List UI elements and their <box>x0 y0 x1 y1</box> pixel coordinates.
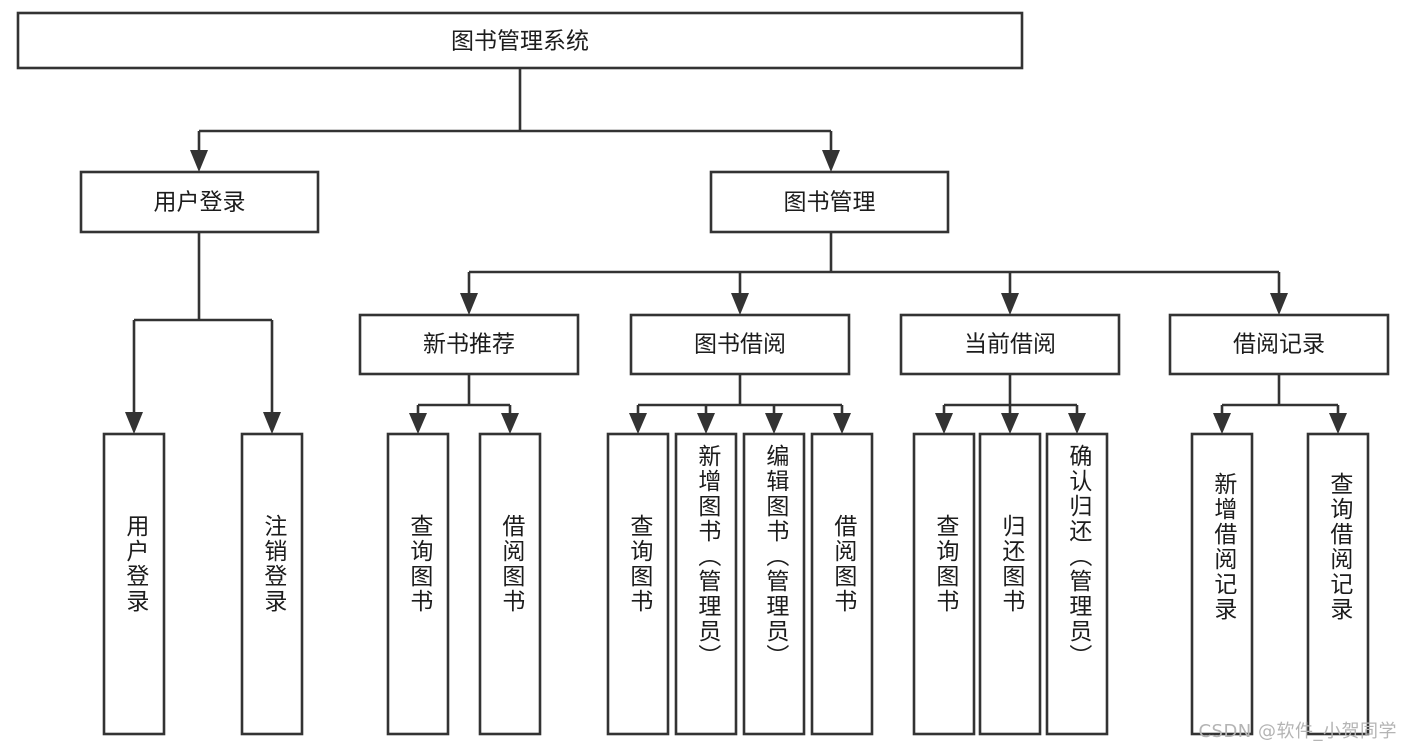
node-book-borrow-label: 图书借阅 <box>694 332 786 358</box>
leaf-user-login-logout[interactable] <box>240 432 304 736</box>
node-current-borrow[interactable]: 当前借阅 <box>899 313 1121 376</box>
arrow-head-icon <box>1329 413 1347 434</box>
connector-newbook-to-leaves <box>409 374 519 434</box>
leaf-bookborrow-edit[interactable] <box>742 432 806 736</box>
connector-currentborrow-to-leaves <box>935 374 1086 434</box>
arrow-head-icon <box>1001 293 1019 315</box>
arrow-head-icon <box>460 293 478 315</box>
node-user-login[interactable]: 用户登录 <box>79 170 320 234</box>
arrow-head-icon <box>1270 293 1288 315</box>
arrow-head-icon <box>697 413 715 434</box>
connector-bookmgmt-to-level3 <box>460 232 1288 315</box>
arrow-head-icon <box>833 413 851 434</box>
node-new-book-recommend[interactable]: 新书推荐 <box>358 313 580 376</box>
arrow-head-icon <box>629 413 647 434</box>
arrow-head-icon <box>190 150 208 172</box>
connector-root-to-level2 <box>190 68 840 172</box>
node-borrow-record[interactable]: 借阅记录 <box>1168 313 1390 376</box>
leaf-currentborrow-confirm[interactable] <box>1045 432 1109 736</box>
arrow-head-icon <box>765 413 783 434</box>
arrow-head-icon <box>935 413 953 434</box>
node-user-login-label: 用户登录 <box>154 190 246 216</box>
node-new-book-recommend-label: 新书推荐 <box>423 332 515 358</box>
leaf-newbook-borrow[interactable] <box>478 432 542 736</box>
leaf-user-login-login[interactable] <box>102 432 166 736</box>
connector-bookborrow-to-leaves <box>629 374 851 434</box>
leaf-borrowrecord-query[interactable] <box>1306 432 1370 736</box>
arrow-head-icon <box>409 413 427 434</box>
leaf-newbook-query[interactable] <box>386 432 450 736</box>
leaf-bookborrow-add[interactable] <box>674 432 738 736</box>
arrow-head-icon <box>125 412 143 434</box>
leaf-currentborrow-query[interactable] <box>912 432 976 736</box>
leaf-bookborrow-borrow[interactable] <box>810 432 874 736</box>
arrow-head-icon <box>1068 413 1086 434</box>
connector-borrowrecord-to-leaves <box>1213 374 1347 434</box>
node-borrow-record-label: 借阅记录 <box>1233 332 1325 358</box>
node-current-borrow-label: 当前借阅 <box>964 332 1056 358</box>
arrow-head-icon <box>263 412 281 434</box>
node-root-label: 图书管理系统 <box>451 29 589 55</box>
connector-userlogin-to-leaves <box>125 232 281 434</box>
node-root-system[interactable]: 图书管理系统 <box>16 11 1024 70</box>
arrow-head-icon <box>822 150 840 172</box>
arrow-head-icon <box>1213 413 1231 434</box>
arrow-head-icon <box>731 293 749 315</box>
leaf-bookborrow-query[interactable] <box>606 432 670 736</box>
arrow-head-icon <box>501 413 519 434</box>
node-book-management[interactable]: 图书管理 <box>709 170 950 234</box>
leaf-borrowrecord-add[interactable] <box>1190 432 1254 736</box>
csdn-watermark: CSDN @软件_小贺同学 <box>1198 721 1397 742</box>
leaf-currentborrow-return[interactable] <box>978 432 1042 736</box>
node-book-management-label: 图书管理 <box>784 190 876 216</box>
node-book-borrow[interactable]: 图书借阅 <box>629 313 851 376</box>
arrow-head-icon <box>1001 413 1019 434</box>
